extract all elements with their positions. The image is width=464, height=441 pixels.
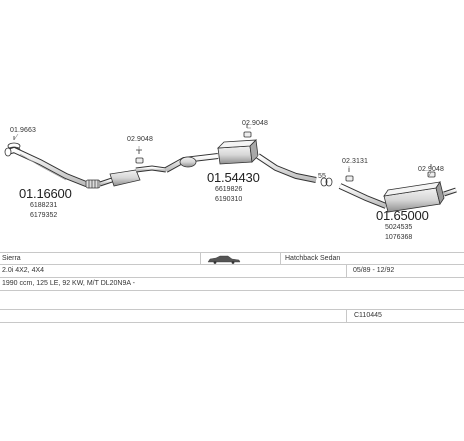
table-spacer xyxy=(0,291,464,310)
label-rear-box-ref2: 1076368 xyxy=(385,234,413,241)
middle-pipe-part xyxy=(164,153,219,173)
leader-lines xyxy=(13,127,432,177)
front-pipe-part xyxy=(4,146,101,189)
label-mount-rear: 02.9048 xyxy=(418,166,445,173)
vehicle-spec: 1990 ccm, 125 LE, 92 KW, M/T DL20N9A - xyxy=(2,280,135,287)
label-front-pipe-main: 01.16600 xyxy=(19,186,72,201)
car-body-icon xyxy=(207,255,241,264)
vehicle-engine: 2.0i 4X2, 4X4 xyxy=(2,267,45,274)
label-mid-box-ref2: 6190310 xyxy=(215,196,243,203)
table-row: C110445 xyxy=(0,310,464,323)
label-clamp-front: 01.9663 xyxy=(10,127,37,134)
mount-rear-part xyxy=(427,164,436,178)
label-mount-1: 02.9048 xyxy=(127,136,154,143)
vehicle-body: Hatchback Sedan xyxy=(285,255,341,262)
mount-1-part xyxy=(135,149,144,164)
vehicle-years: 05/89 - 12/92 xyxy=(353,267,395,274)
vehicle-info-table: Sierra Hatchback Sedan 2.0i 4X2, 4X4 05/… xyxy=(0,252,464,323)
label-rear-box-ref1: 5024535 xyxy=(385,224,413,231)
label-clamp-mid: 55 xyxy=(318,173,326,180)
clamp-mid-part xyxy=(320,177,333,187)
diagram-code: C110445 xyxy=(354,312,382,319)
front-silencer-part xyxy=(99,165,167,187)
label-mount-3: 02.3131 xyxy=(342,158,369,165)
table-row: 1990 ccm, 125 LE, 92 KW, M/T DL20N9A - xyxy=(0,278,464,291)
table-row: 2.0i 4X2, 4X4 05/89 - 12/92 xyxy=(0,265,464,278)
middle-silencer-part xyxy=(216,139,317,183)
label-mid-box-ref1: 6619826 xyxy=(215,186,243,193)
label-front-pipe-ref1: 6188231 xyxy=(30,202,58,209)
label-mount-2: 02.9048 xyxy=(242,120,269,127)
rear-pipe-part xyxy=(338,183,388,209)
table-row: Sierra Hatchback Sedan xyxy=(0,252,464,265)
vehicle-model: Sierra xyxy=(2,255,21,262)
exhaust-system-drawing xyxy=(4,124,457,213)
mount-3-part xyxy=(345,168,354,182)
rear-silencer-part xyxy=(383,181,457,213)
label-front-pipe-ref2: 6179352 xyxy=(30,212,58,219)
mount-2-part xyxy=(243,124,252,138)
label-mid-box-main: 01.54430 xyxy=(207,170,260,185)
label-rear-box-main: 01.65000 xyxy=(376,208,429,223)
